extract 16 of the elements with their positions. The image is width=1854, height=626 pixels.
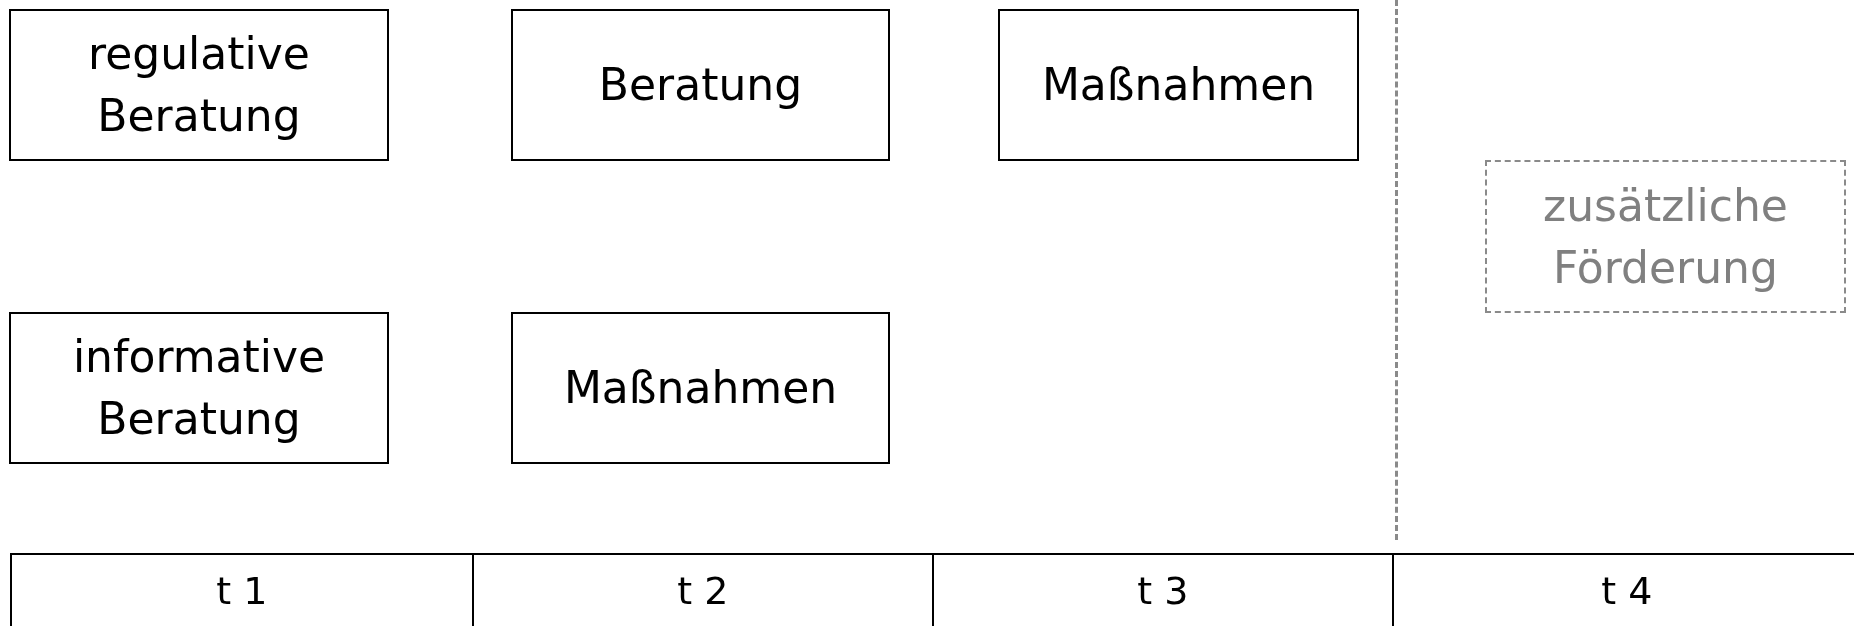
time-label: t 4 [1601,569,1653,615]
time-label: t 2 [677,569,729,615]
process-box [9,9,389,161]
time-label: t 1 [216,569,268,615]
optional-box [1485,160,1846,313]
box-label: informative Beratung [71,330,327,446]
box-label: Beratung [598,58,803,113]
process-box [511,9,890,161]
process-box [9,312,389,464]
box-label: Maßnahmen [563,361,838,416]
process-box [511,312,890,464]
box-label: Maßnahmen [1041,58,1316,113]
box-label: zusätzliche Förderung [1542,178,1789,295]
time-label: t 3 [1137,569,1189,615]
box-label: regulative Beratung [87,27,311,143]
process-box [998,9,1359,161]
